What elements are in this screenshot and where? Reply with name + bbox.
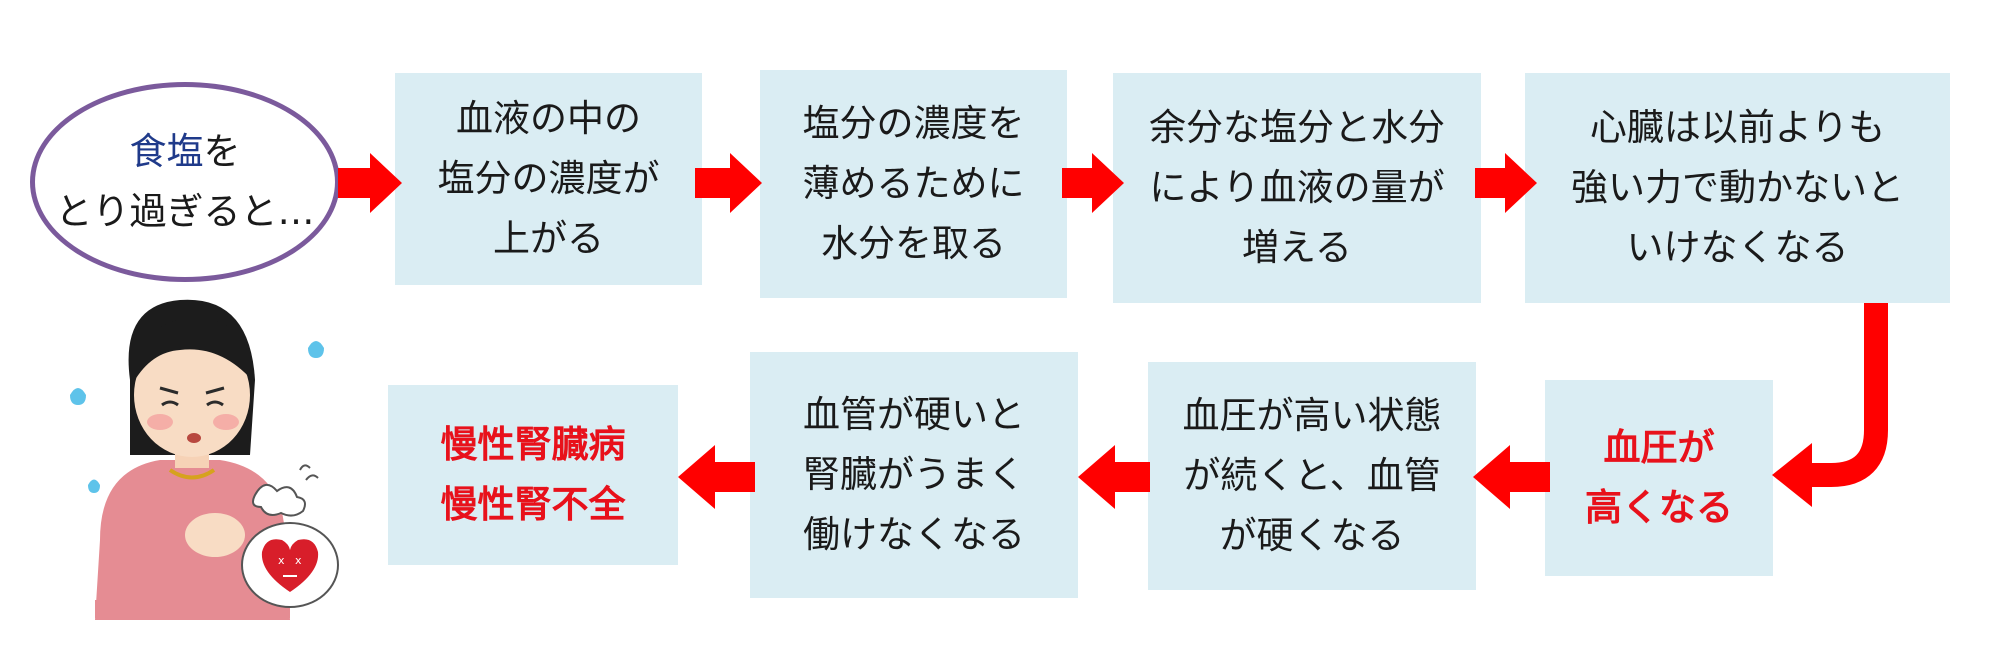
arrow-right-1 — [338, 153, 402, 213]
arrow-right-3 — [1062, 153, 1124, 213]
step-3-line-1: 余分な塩分と水分 — [1149, 106, 1445, 149]
arrow-right-4 — [1475, 153, 1537, 213]
arrow-left-1 — [1473, 445, 1550, 509]
arrow-elbow-head — [1772, 443, 1812, 507]
step-1-line-3: 上がる — [493, 217, 604, 260]
start-line2: とり過ぎると… — [55, 190, 315, 233]
arrow-left-3 — [678, 445, 755, 509]
step-3-line-3: 増える — [1242, 226, 1352, 269]
step-4-line-1: 心臓は以前よりも — [1589, 106, 1886, 149]
step-5-line-2: 高くなる — [1585, 486, 1733, 529]
step-6-line-3: が硬くなる — [1219, 514, 1405, 557]
step-7-line-2: 腎臓がうまく — [803, 453, 1025, 496]
step-8-line-1: 慢性腎臓病 — [440, 423, 626, 466]
sick-woman-illustration: x x — [70, 299, 339, 620]
start-rest: を — [203, 130, 241, 173]
step-box-4: 心臓は以前よりも 強い力で動かないと いけなくなる — [1525, 73, 1950, 303]
step-6-line-2: が続くと、血管 — [1183, 454, 1441, 497]
step-box-2: 塩分の濃度を 薄めるために 水分を取る — [760, 70, 1067, 298]
arrow-elbow — [1800, 303, 1888, 487]
start-oval: 食塩を とり過ぎると… — [30, 82, 340, 282]
step-2-line-1: 塩分の濃度を — [802, 102, 1025, 145]
step-4-line-2: 強い力で動かないと — [1571, 166, 1904, 209]
step-box-1: 血液の中の 塩分の濃度が 上がる — [395, 73, 702, 285]
svg-text:x: x — [278, 554, 285, 567]
step-2-line-2: 薄めるために — [802, 162, 1025, 205]
step-6-line-1: 血圧が高い状態 — [1182, 394, 1442, 437]
step-5-line-1: 血圧が — [1603, 426, 1715, 469]
step-box-7: 血管が硬いと 腎臓がうまく 働けなくなる — [750, 352, 1078, 598]
arrow-right-2 — [695, 153, 762, 213]
step-box-8: 慢性腎臓病 慢性腎不全 — [388, 385, 678, 565]
step-box-3: 余分な塩分と水分 により血液の量が 増える — [1113, 73, 1481, 303]
step-1-line-2: 塩分の濃度が — [437, 157, 660, 200]
arrow-left-2 — [1078, 445, 1150, 509]
step-box-6: 血圧が高い状態 が続くと、血管 が硬くなる — [1148, 362, 1476, 590]
step-7-line-1: 血管が硬いと — [803, 393, 1025, 436]
step-3-line-2: により血液の量が — [1149, 166, 1445, 209]
step-7-line-3: 働けなくなる — [803, 513, 1025, 556]
step-2-line-3: 水分を取る — [821, 222, 1006, 265]
step-1-line-1: 血液の中の — [456, 97, 641, 140]
step-8-line-2: 慢性腎不全 — [440, 483, 626, 526]
step-box-5: 血圧が 高くなる — [1545, 380, 1773, 576]
svg-text:x: x — [295, 554, 302, 567]
step-4-line-3: いけなくなる — [1626, 226, 1849, 269]
start-highlight: 食塩 — [129, 130, 204, 173]
